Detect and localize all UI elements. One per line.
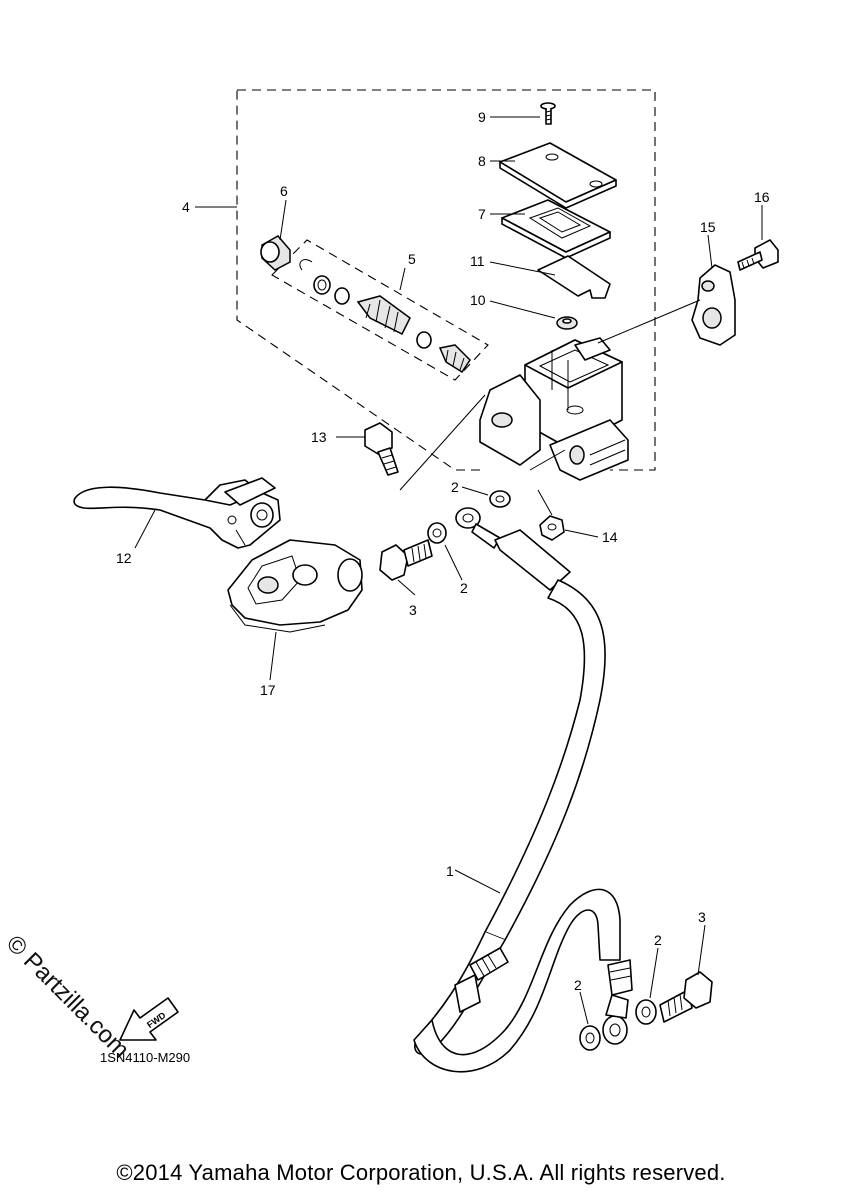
- callout-11: 11: [470, 253, 485, 269]
- callout-2b: 2: [460, 580, 468, 596]
- callout-10: 10: [470, 292, 486, 308]
- callout-6: 6: [280, 183, 288, 199]
- washer-part: [489, 490, 511, 508]
- assembly-boundary: [236, 89, 656, 471]
- diaphragm-plate-part: [501, 199, 611, 259]
- union-bolt-part: [379, 539, 433, 581]
- holder-bolt-part: [737, 239, 779, 271]
- nut-part: [539, 515, 565, 541]
- holder-clamp-part: [691, 264, 736, 346]
- plate-part: [537, 255, 611, 299]
- reference-code: 1SN4110-M290: [100, 1050, 191, 1065]
- reservoir-cap-part: [499, 142, 617, 209]
- copyright-notice: ©2014 Yamaha Motor Corporation, U.S.A. A…: [116, 1160, 726, 1185]
- union-bolt-part: [659, 971, 713, 1023]
- callout-3a: 3: [409, 602, 417, 618]
- callout-17: 17: [260, 682, 276, 698]
- callout-9: 9: [478, 109, 486, 125]
- callout-16: 16: [754, 189, 770, 205]
- callout-2a: 2: [451, 479, 459, 495]
- callout-8: 8: [478, 153, 486, 169]
- washer-part: [579, 1025, 601, 1051]
- piston-kit-parts: [299, 259, 471, 374]
- brake-hose-part: [413, 507, 633, 1073]
- brake-lever-part: [73, 477, 281, 549]
- dust-boot-part: [260, 235, 291, 271]
- washer-part: [635, 999, 657, 1025]
- callout-15: 15: [700, 219, 716, 235]
- callout-labels: 1 2 2 2 2 3 3 4 5 6 7 8 9 10 11 12 13 14…: [116, 109, 770, 993]
- bushing-part: [556, 316, 578, 330]
- holder-leader: [597, 299, 701, 344]
- callout-14: 14: [602, 529, 618, 545]
- leader-lines: [134, 116, 763, 1025]
- callout-7: 7: [478, 206, 486, 222]
- callout-2c: 2: [574, 977, 582, 993]
- callout-4: 4: [182, 199, 190, 215]
- washer-part: [427, 522, 447, 544]
- callout-12: 12: [116, 550, 132, 566]
- callout-2d: 2: [654, 932, 662, 948]
- callout-5: 5: [408, 251, 416, 267]
- callout-13: 13: [311, 429, 327, 445]
- lever-guard-part: [227, 539, 363, 633]
- master-cylinder-body: [479, 337, 629, 481]
- callout-1: 1: [446, 863, 454, 879]
- fwd-arrow-icon: FWD: [119, 997, 179, 1041]
- piston-kit-boundary: [271, 239, 489, 381]
- screw-part: [540, 102, 556, 125]
- bolt-13-part: [364, 422, 399, 476]
- bolt-leader-dashed: [399, 394, 486, 491]
- callout-3b: 3: [698, 909, 706, 925]
